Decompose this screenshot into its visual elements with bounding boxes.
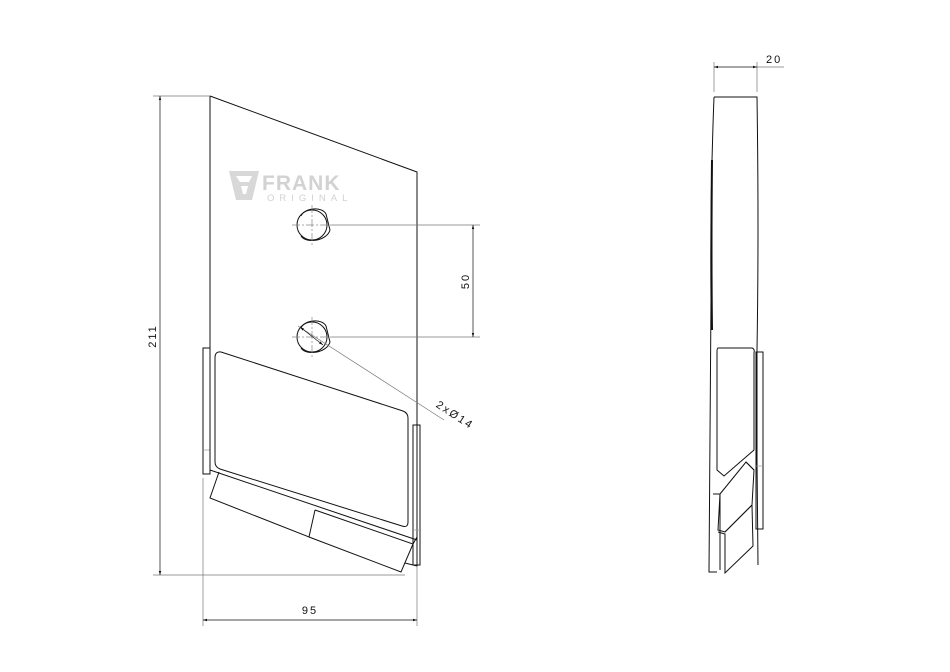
dim-width: 95: [302, 605, 318, 617]
logo-subtitle: ORIGINAL: [267, 193, 352, 204]
front-dimensions: [153, 95, 480, 626]
frank-logo: FRANK ORIGINAL: [229, 171, 352, 204]
logo-emblem-icon: [229, 171, 259, 200]
carbide-insert-left: [209, 471, 316, 538]
side-pocket: [716, 347, 755, 477]
hole-lower: [292, 317, 332, 357]
dim-hole-spacing: 50: [460, 273, 472, 289]
side-strip: [755, 351, 764, 530]
dim-height: 211: [147, 324, 159, 348]
hole-upper: [292, 205, 332, 245]
plate-outline: [209, 95, 418, 566]
dim-thickness: 20: [766, 54, 782, 66]
side-outline: [708, 96, 759, 573]
side-dimensions: [713, 62, 784, 92]
side-view: [708, 96, 764, 575]
left-strip: [202, 347, 211, 475]
carbide-insert-right: [308, 509, 414, 573]
logo-brand: FRANK: [262, 172, 341, 195]
front-view: FRANK ORIGINAL: [202, 95, 421, 573]
dim-hole-diameter: 2xØ14: [434, 399, 476, 432]
hardfacing-pocket: [214, 351, 409, 527]
side-carbide-lower: [717, 504, 754, 575]
